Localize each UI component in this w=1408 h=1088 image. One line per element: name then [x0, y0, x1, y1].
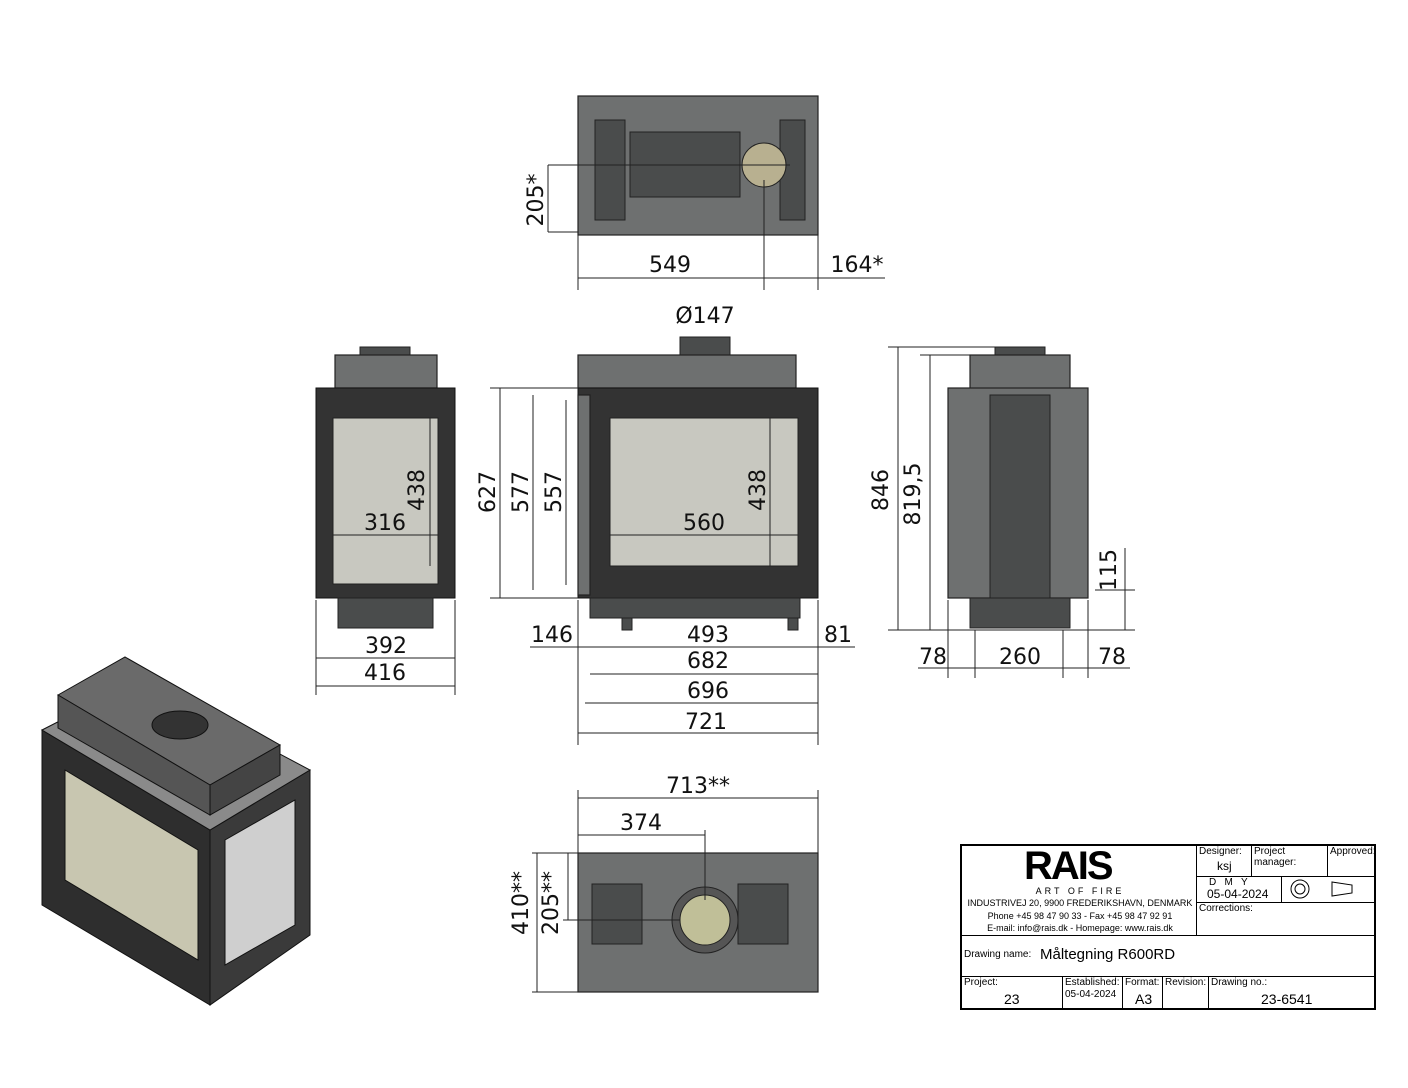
dim-374: 374	[620, 811, 662, 836]
established-label: Established:	[1065, 977, 1120, 988]
drawing-no: 23-6541	[1261, 991, 1313, 1007]
email: E-mail: info@rais.dk - Homepage: www.rai…	[987, 923, 1173, 933]
dmy-label: D M Y	[1209, 877, 1248, 888]
tagline: ART OF FIRE	[1035, 886, 1125, 896]
address: INDUSTRIVEJ 20, 9900 FREDERIKSHAVN, DENM…	[967, 898, 1193, 908]
dim-78-left: 78	[919, 645, 947, 670]
dim-577: 577	[509, 471, 534, 513]
phone: Phone +45 98 47 90 33 - Fax +45 98 47 92…	[987, 911, 1173, 921]
dim-627: 627	[476, 471, 501, 513]
company-info: RAIS ART OF FIRE INDUSTRIVEJ 20, 9900 FR…	[961, 844, 1197, 936]
dim-493: 493	[687, 623, 729, 648]
dim-205: 205**	[539, 871, 564, 935]
dim-819-5: 819,5	[901, 463, 926, 526]
drawing-no-label: Drawing no.:	[1211, 977, 1268, 988]
dim-glass-width: 560	[683, 511, 725, 536]
format: A3	[1135, 991, 1153, 1007]
dim-top-offset: 164*	[831, 253, 884, 278]
dim-side-glass-height: 438	[405, 469, 430, 511]
date: 05-04-2024	[1207, 887, 1269, 901]
dim-713: 713**	[666, 774, 730, 799]
rais-logo: RAIS	[1024, 844, 1114, 888]
revision-label: Revision:	[1165, 977, 1207, 988]
dim-682: 682	[687, 649, 729, 674]
front-view: Ø147 627 577 557 438 560 146 493 81 682 …	[476, 304, 855, 745]
side-view: 438 316 392 416	[315, 346, 456, 695]
title-block: RAIS ART OF FIRE INDUSTRIVEJ 20, 9900 FR…	[960, 844, 1376, 1010]
top-view: 205* 549 164*	[524, 95, 885, 290]
pm-label: Project manager:	[1254, 846, 1297, 868]
designer-label: Designer:	[1199, 846, 1242, 857]
approved-label: Approved:	[1330, 846, 1376, 857]
rear-view: 846 819,5 115 78 260 78	[869, 346, 1135, 678]
project-label: Project:	[964, 977, 998, 988]
drawing-name-label: Drawing name:	[964, 949, 1032, 960]
dim-721: 721	[685, 710, 727, 735]
dim-flue-diameter: Ø147	[675, 304, 734, 329]
bottom-view: 713** 374 410** 205**	[509, 774, 819, 993]
isometric-view	[40, 656, 312, 1006]
format-label: Format:	[1125, 977, 1160, 988]
designer: ksj	[1217, 859, 1232, 873]
dim-416: 416	[364, 661, 406, 686]
corrections-label: Corrections:	[1199, 903, 1253, 914]
dim-78-right: 78	[1098, 645, 1126, 670]
dim-81: 81	[824, 623, 852, 648]
dim-846: 846	[869, 469, 894, 511]
dim-260: 260	[999, 645, 1041, 670]
dim-557: 557	[542, 471, 567, 513]
dim-115: 115	[1097, 549, 1122, 591]
project: 23	[1004, 991, 1020, 1007]
dim-146: 146	[531, 623, 573, 648]
dim-392: 392	[365, 634, 407, 659]
dim-top-width: 549	[649, 253, 691, 278]
established: 05-04-2024	[1065, 989, 1117, 1000]
projection-symbol-icon	[1281, 876, 1375, 903]
drawing-name: Måltegning R600RD	[1040, 946, 1176, 963]
dim-410: 410**	[509, 871, 534, 935]
dim-696: 696	[687, 679, 729, 704]
dim-side-glass-width: 316	[364, 511, 406, 536]
dim-glass-height: 438	[746, 469, 771, 511]
dim-top-depth: 205*	[524, 174, 549, 227]
